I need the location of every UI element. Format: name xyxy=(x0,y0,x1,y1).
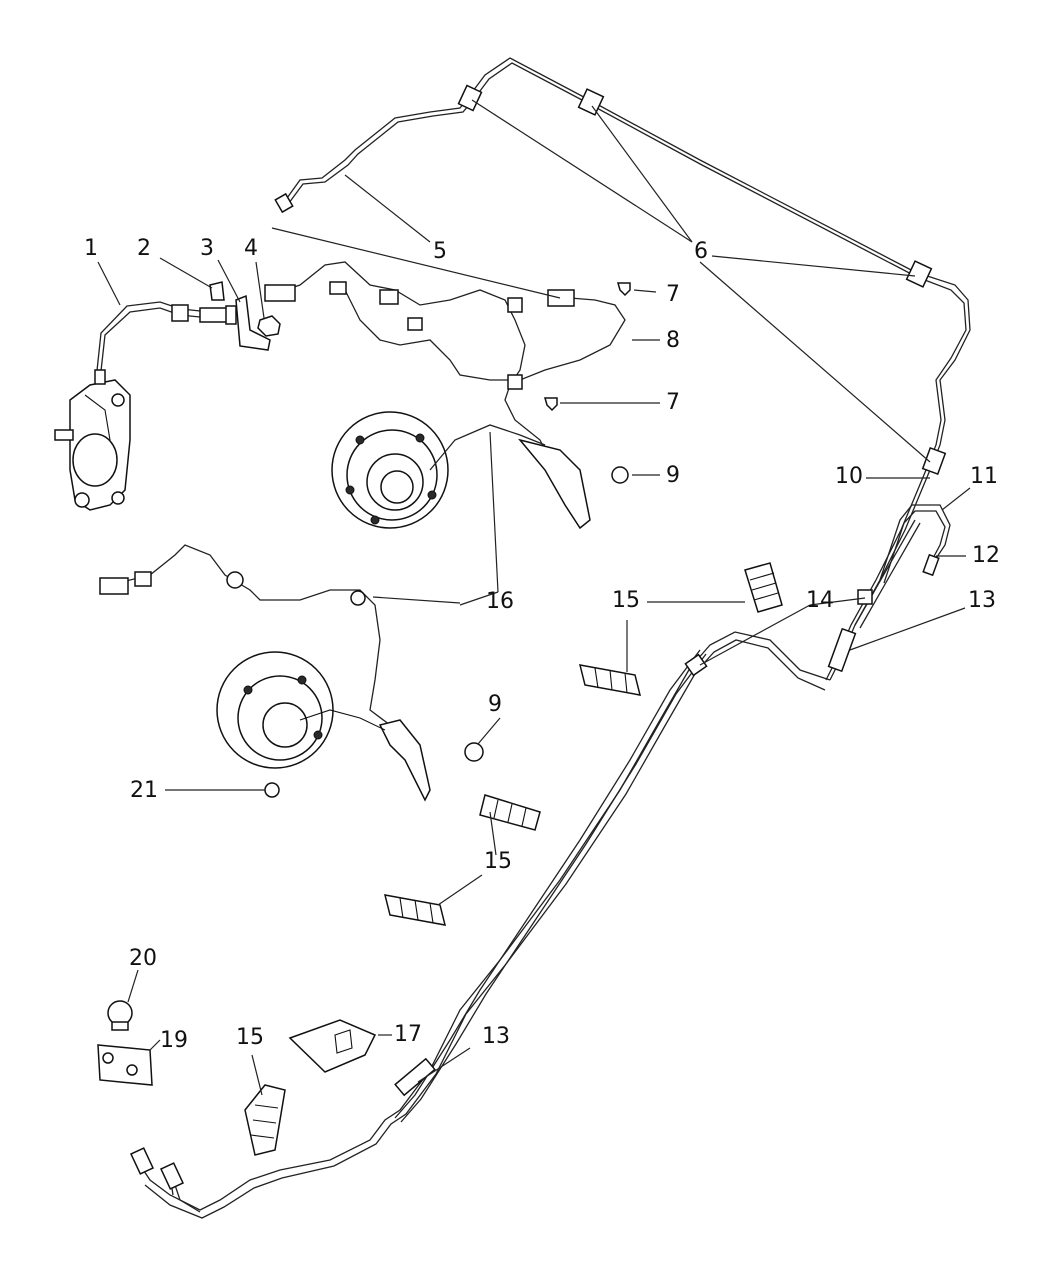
callout-9-lower: 9 xyxy=(488,692,502,717)
hose-bracket xyxy=(235,294,271,351)
clip-15-b xyxy=(578,664,642,696)
clip-15-e xyxy=(244,1084,286,1156)
callout-11: 11 xyxy=(970,464,998,489)
callout-7-lower: 7 xyxy=(666,390,680,415)
callout-21: 21 xyxy=(130,778,158,803)
callout-19: 19 xyxy=(160,1028,188,1053)
wheel-speed-sensor-harness-upper xyxy=(264,261,626,491)
callout-15-b: 15 xyxy=(484,849,512,874)
rear-brake-tube-upper xyxy=(281,57,971,681)
callout-9-upper: 9 xyxy=(666,463,680,488)
callout-4: 4 xyxy=(244,236,258,261)
clip-15-c xyxy=(479,794,541,831)
hose-nut xyxy=(257,315,281,337)
flex-hose-assembly xyxy=(854,504,951,629)
bolt-7-upper xyxy=(617,282,631,297)
callout-8: 8 xyxy=(666,328,680,353)
callout-3: 3 xyxy=(200,236,214,261)
wheel-speed-sensor-harness-lower xyxy=(99,544,411,736)
hub-bearing-lower xyxy=(216,651,431,802)
callout-6: 6 xyxy=(694,239,708,264)
callout-7-upper: 7 xyxy=(666,282,680,307)
plug-9-lower xyxy=(464,742,484,762)
tube-sleeve-lower xyxy=(394,1057,436,1097)
hub-bearing-upper xyxy=(331,411,591,530)
callout-15-c: 15 xyxy=(236,1025,264,1050)
callout-14: 14 xyxy=(806,588,834,613)
callout-13-lower: 13 xyxy=(482,1024,510,1049)
tube-fitting-ends xyxy=(130,192,294,1190)
callout-16-upper: 16 xyxy=(486,589,514,614)
cap-20 xyxy=(107,1000,133,1031)
leader-lines xyxy=(97,99,971,1096)
tube-clips xyxy=(457,84,947,677)
callout-2: 2 xyxy=(137,236,151,261)
hose-clip xyxy=(209,281,225,301)
clip-15-d xyxy=(383,894,447,926)
brake-caliper xyxy=(54,379,131,511)
block-19 xyxy=(97,1044,153,1086)
callout-12: 12 xyxy=(972,543,1000,568)
callout-20: 20 xyxy=(129,946,157,971)
brake-hose xyxy=(94,301,237,385)
callout-13-upper: 13 xyxy=(968,588,996,613)
bolt-7-lower xyxy=(544,397,558,412)
bracket-17 xyxy=(288,1019,377,1073)
callout-10: 10 xyxy=(835,464,863,489)
clip-15-a xyxy=(744,562,783,613)
callout-17: 17 xyxy=(394,1022,422,1047)
plug-9-upper xyxy=(611,466,629,484)
callout-1: 1 xyxy=(84,236,98,261)
callout-15-a: 15 xyxy=(612,588,640,613)
bolt-21 xyxy=(264,782,280,798)
tube-sleeve-upper xyxy=(827,627,857,673)
callout-5: 5 xyxy=(433,239,447,264)
